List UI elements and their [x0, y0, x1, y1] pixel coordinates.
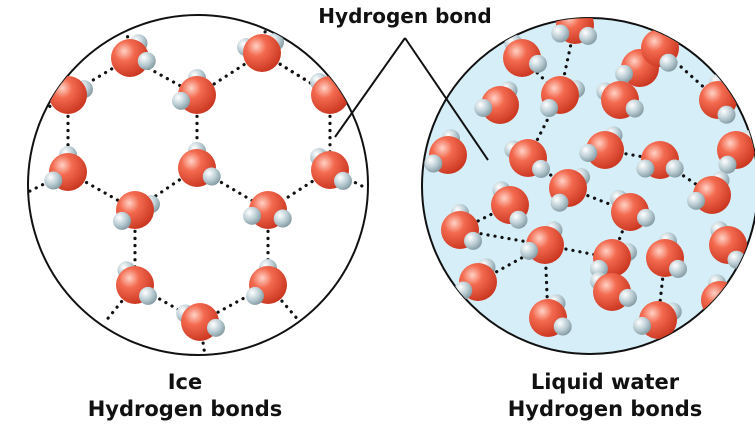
- liquid-water-molecule: [441, 204, 483, 250]
- hydrogen-atom: [273, 209, 292, 228]
- hydrogen-atom: [724, 301, 743, 320]
- hydrogen-atom: [202, 167, 221, 186]
- hydrogen-atom: [139, 286, 158, 305]
- hydrogen-atom: [551, 24, 570, 43]
- hydrogen-atom: [172, 91, 191, 110]
- oxygen-atom: [111, 39, 149, 77]
- hydrogen-atom: [625, 99, 644, 118]
- hydrogen-bond-line: [558, 23, 577, 97]
- liquid-water-molecule: [504, 139, 551, 178]
- hydrogen-atom: [579, 26, 598, 45]
- ice-state-label: Ice: [167, 370, 203, 394]
- liquid-water-molecule: [610, 189, 655, 231]
- hydrogen-atom: [137, 51, 156, 70]
- hydrogen-atom: [245, 286, 264, 305]
- hydrogen-atom: [615, 64, 634, 83]
- ice-water-molecule: [116, 261, 158, 305]
- liquid-water-molecule: [540, 76, 585, 118]
- ice-water-molecule: [310, 72, 350, 114]
- ice-water-molecule: [237, 33, 285, 72]
- ice-caption-label: Hydrogen bonds: [87, 397, 283, 421]
- liquid-water-molecule: [551, 18, 598, 45]
- hydrogen-bond-line: [543, 243, 550, 320]
- ice-water-molecule: [245, 259, 287, 305]
- liquid-caption-label: Hydrogen bonds: [507, 397, 703, 421]
- hydrogen-atom: [112, 211, 131, 230]
- liquid-water-molecule: [709, 221, 747, 269]
- hydrogen-bond-callout-lines: [334, 37, 489, 161]
- oxygen-atom: [481, 86, 519, 124]
- hydrogen-atom: [509, 210, 528, 229]
- hydrogen-atom: [474, 98, 493, 117]
- hydrogen-atom: [659, 53, 678, 72]
- oxygen-atom: [701, 281, 739, 319]
- hydrogen-atom: [553, 317, 572, 336]
- hydrogen-bond-line: [526, 93, 562, 160]
- liquid-water-molecule: [529, 294, 572, 337]
- ice-water-molecule: [172, 69, 216, 114]
- hydrogen-atom: [665, 159, 684, 178]
- hydrogen-atom: [727, 250, 746, 269]
- liquid-water-molecule: [474, 81, 519, 124]
- hydrogen-atom: [687, 191, 706, 210]
- hydrogen-atom: [633, 316, 652, 335]
- hydrogen-bond-line: [66, 56, 132, 97]
- ice-water-molecule: [310, 147, 353, 190]
- liquid-water-molecule: [633, 301, 682, 339]
- liquid-water-molecule: [687, 171, 731, 214]
- hydrogen-atom: [550, 193, 569, 212]
- liquid-water-molecule: [579, 126, 624, 169]
- hydrogen-atom: [464, 231, 483, 250]
- liquid-water-molecule: [520, 221, 564, 264]
- oxygen-atom: [243, 34, 281, 72]
- liquid-water-molecule: [589, 272, 637, 311]
- liquid-water-molecule: [491, 181, 529, 229]
- ice-water-molecule: [243, 191, 292, 229]
- hydrogen-atom: [636, 208, 655, 227]
- hydrogen-bond-line: [458, 203, 512, 232]
- hydrogen-bond-line: [266, 168, 332, 212]
- hydrogen-atom: [717, 105, 736, 124]
- hydrogen-atom: [718, 155, 737, 174]
- hydrogen-atom: [44, 171, 63, 190]
- hydrogen-bond-label: Hydrogen bond: [318, 4, 492, 28]
- liquid-molecules: [424, 18, 755, 339]
- liquid-water-molecule: [549, 168, 591, 212]
- oxygen-atom: [586, 131, 624, 169]
- ice-water-molecule: [176, 303, 225, 341]
- hydrogen-atom: [540, 99, 559, 118]
- oxygen-atom: [49, 76, 87, 114]
- hydrogen-atom: [243, 206, 262, 225]
- hydrogen-atom: [334, 171, 353, 190]
- hydrogen-bond-line: [603, 148, 662, 162]
- hydrogen-atom: [528, 54, 547, 73]
- hydrogen-atom: [618, 288, 637, 307]
- hydrogen-atom: [206, 318, 225, 337]
- liquid-water-molecule: [596, 81, 644, 119]
- ice-water-molecule: [112, 191, 160, 230]
- ice-water-molecule: [111, 34, 156, 77]
- liquid-water-molecule: [424, 129, 467, 174]
- liquid-water-molecule: [646, 232, 688, 278]
- liquid-water-molecule: [636, 141, 684, 179]
- liquid-state-label: Liquid water: [530, 370, 680, 394]
- hydrogen-atom: [520, 241, 539, 260]
- hydrogen-atom: [424, 154, 443, 173]
- ice-water-molecule: [44, 146, 87, 191]
- hydrogen-atom: [532, 159, 551, 178]
- hydrogen-atom: [636, 159, 655, 178]
- hydrogen-atom: [579, 143, 598, 162]
- hydrogen-atom: [669, 259, 688, 278]
- ice-water-molecule: [178, 142, 221, 187]
